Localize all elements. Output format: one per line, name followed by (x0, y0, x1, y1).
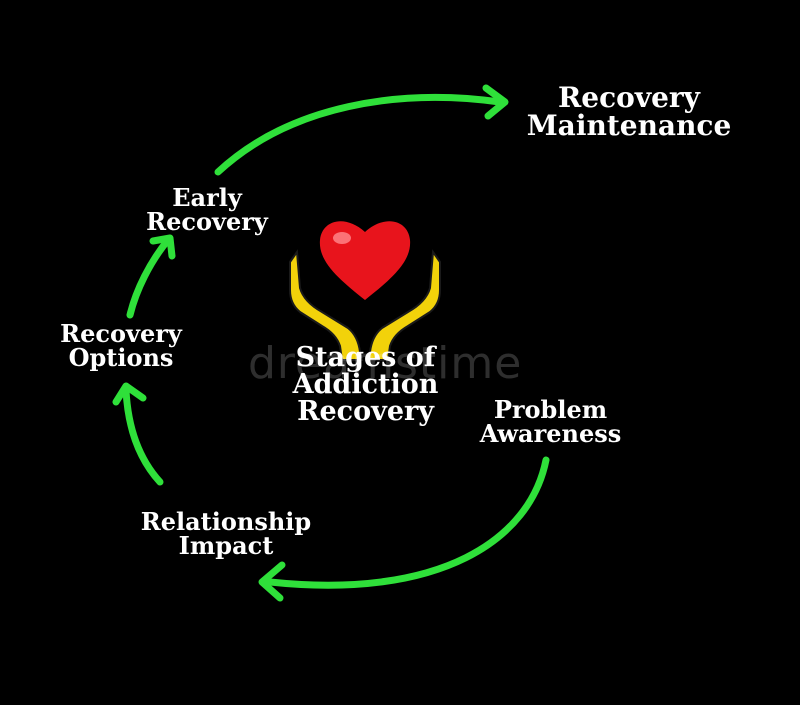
arrow-problem-to-relationship (266, 456, 550, 589)
center-title-line3: Recovery (297, 396, 434, 427)
stage-relationship-impact: Relationship Impact (140, 507, 312, 560)
center-title: Stages of Addiction Recovery (288, 344, 443, 425)
arrow-head-maintenance (482, 84, 509, 120)
heart-icon (319, 221, 411, 300)
stage-recovery-options: Recovery Options (60, 319, 182, 372)
stage-early-recovery: Early Recovery (146, 183, 268, 236)
stage-problem-awareness: Problem Awareness (479, 395, 622, 448)
cycle-arrows (112, 84, 550, 602)
arrow-options-to-early (126, 236, 172, 319)
heart-in-hands-icon (289, 221, 441, 361)
watermark: dreamstime (248, 338, 523, 389)
arrow-head-relationship (258, 561, 286, 602)
heart-highlight (333, 232, 351, 244)
arrow-head-early (149, 234, 176, 260)
arrow-relationship-to-options (122, 386, 164, 486)
right-hand-icon (366, 249, 441, 361)
stage-recovery-maintenance: Recovery Maintenance (526, 81, 732, 142)
arrow-head-options (112, 382, 147, 406)
center-title-line1: Stages of (295, 342, 436, 373)
arrow-early-to-maintenance (214, 93, 504, 176)
left-hand-icon (289, 249, 364, 361)
center-title-line2: Addiction (292, 369, 439, 400)
